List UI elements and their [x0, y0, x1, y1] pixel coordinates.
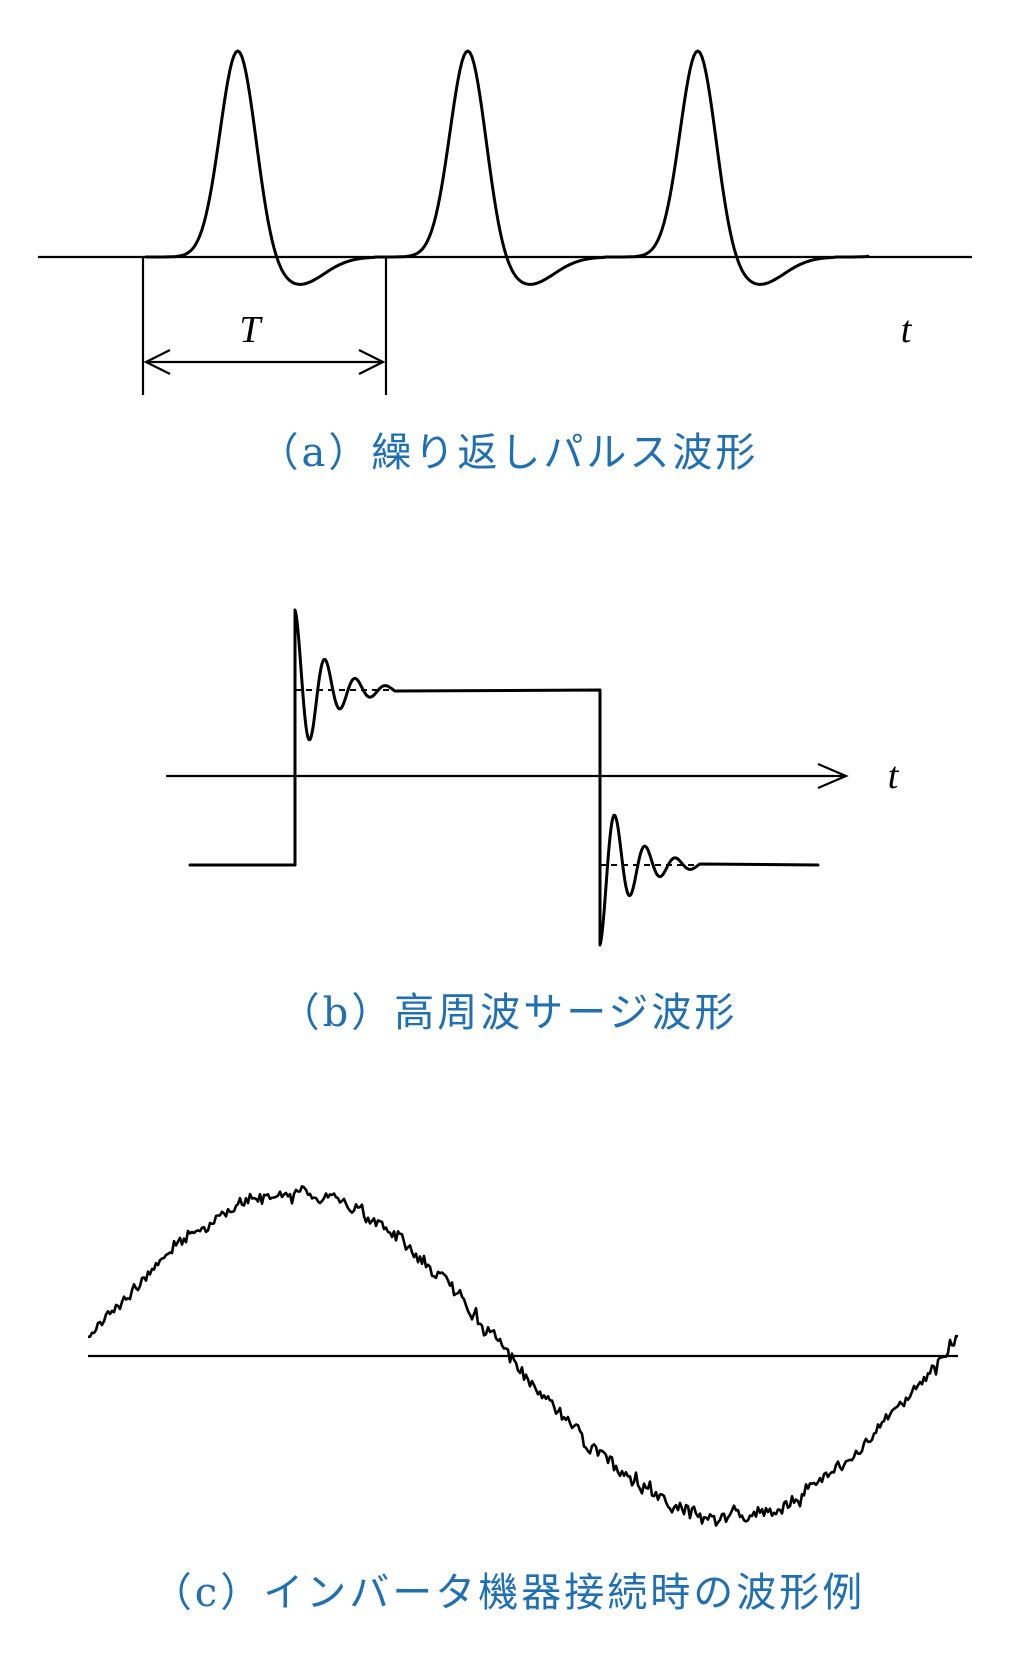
repeated-pulse-diagram: T t — [38, 49, 972, 395]
time-label-a: t — [901, 309, 913, 351]
pulse-waveform — [144, 49, 870, 286]
surge-waveform — [188, 608, 820, 947]
period-arrowhead-left — [143, 349, 171, 375]
period-label: T — [239, 309, 263, 351]
time-label-b: t — [888, 755, 900, 797]
surge-diagram: t — [166, 608, 900, 947]
panel-a: T t （a）繰り返しパルス波形 — [0, 0, 1017, 480]
noisy-sine-waveform — [87, 1185, 959, 1527]
inverter-diagram — [87, 1185, 959, 1527]
time-axis-arrowhead — [817, 762, 849, 790]
caption-b: （b）高周波サージ波形 — [279, 990, 738, 1036]
caption-c: （c）インバータ機器接続時の波形例 — [151, 1570, 866, 1616]
panel-c: （c）インバータ機器接続時の波形例 — [0, 1160, 1017, 1660]
panel-b: t （b）高周波サージ波形 — [0, 540, 1017, 1060]
caption-a: （a）繰り返しパルス波形 — [258, 430, 759, 476]
period-arrowhead-right — [358, 349, 386, 375]
